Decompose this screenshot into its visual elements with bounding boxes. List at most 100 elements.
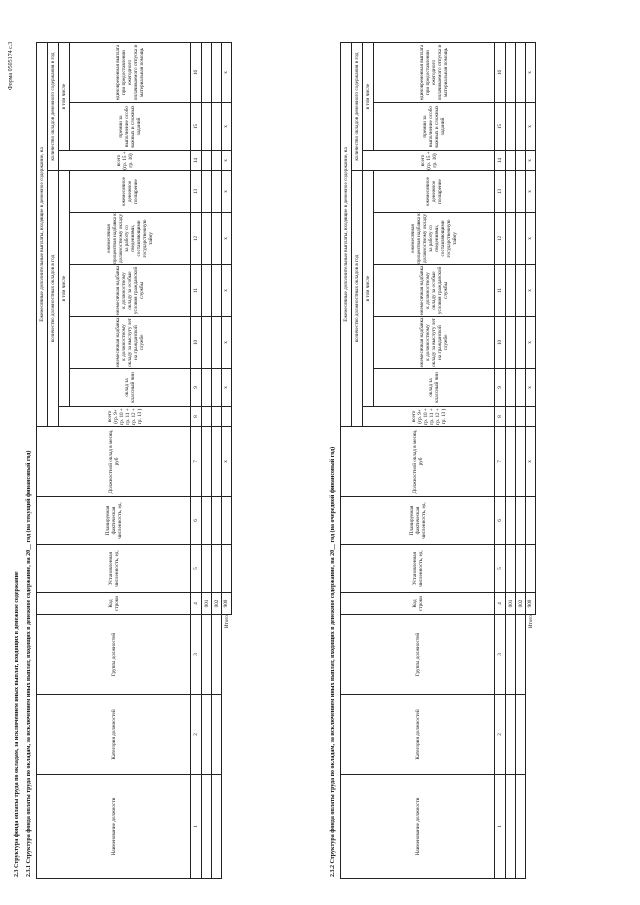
table-cell (211, 170, 222, 213)
column-number: 2 (494, 694, 506, 775)
header-col13: ежемесячное денежное поощрение (373, 170, 495, 213)
header-col2: Категория должностей (36, 694, 191, 775)
table-cell (515, 316, 526, 369)
header-col13: ежемесячное денежное поощрение (69, 170, 191, 213)
header-col15: премии за выполнение особо важных и слож… (373, 102, 495, 151)
column-number: 12 (494, 212, 506, 265)
header-incl-b: в том числе (362, 42, 374, 151)
table-cell (201, 694, 212, 775)
table-cell (211, 150, 222, 171)
column-number: 11 (190, 264, 202, 317)
header-col16: единовременная выплата при предоставлени… (373, 42, 495, 103)
header-col9: оклад за классный чин (373, 368, 495, 407)
total-cell: х (525, 426, 535, 497)
header-col14: всего (гр. 15 + гр. 16) (362, 150, 495, 171)
table-cell (211, 212, 222, 265)
table-cell (201, 426, 212, 497)
table-cell (515, 496, 526, 545)
column-number: 14 (190, 150, 202, 171)
column-number: 13 (190, 170, 202, 213)
table-cell (515, 426, 526, 497)
header-incl-a: в том числе (58, 170, 70, 407)
table-cell (505, 264, 516, 317)
table-row: 002 (211, 42, 222, 879)
table-title: 2.3.1 Структура фонда оплаты труда по ок… (26, 450, 32, 877)
table-cell (505, 316, 516, 369)
header-group-b: количество окладов денежного содержания … (351, 42, 363, 171)
table-cell (201, 406, 212, 427)
column-number: 15 (190, 102, 202, 151)
table-cell (505, 212, 516, 265)
header-col9: оклад за классный чин (69, 368, 191, 407)
column-number: 6 (190, 496, 202, 545)
total-cell (525, 496, 535, 545)
table-cell (515, 614, 526, 695)
total-label-cell: Итого (221, 614, 231, 879)
column-number: 11 (494, 264, 506, 317)
table-cell: 002 (515, 592, 526, 615)
column-number: 9 (190, 368, 202, 407)
header-col5: Установленная численность, ед. (36, 544, 191, 593)
total-cell: х (221, 102, 231, 151)
total-cell (525, 544, 535, 593)
column-number: 5 (494, 544, 506, 593)
column-number: 4 (190, 592, 202, 615)
column-number: 1 (190, 774, 202, 879)
header-col7: Должностной оклад в месяц, руб (36, 426, 191, 497)
total-cell: х (525, 212, 535, 265)
table-cell (211, 316, 222, 369)
header-col15: премии за выполнение особо важных и слож… (69, 102, 191, 151)
column-number: 16 (494, 42, 506, 103)
section-title: 2.3 Структура фонда оплаты труда по окла… (14, 571, 20, 877)
table-cell (515, 170, 526, 213)
table-cell (515, 212, 526, 265)
table-cell (201, 368, 212, 407)
column-number: 9 (494, 368, 506, 407)
total-cell: х (525, 42, 535, 103)
total-cell (221, 544, 231, 593)
header-group-a: количество должностных окладов в год (351, 170, 363, 427)
column-number: 1 (494, 774, 506, 879)
table-cell: 001 (201, 592, 212, 615)
total-code: 900 (525, 592, 535, 615)
table-cell (505, 170, 516, 213)
table-cell (201, 102, 212, 151)
column-number: 14 (494, 150, 506, 171)
table-cell (211, 264, 222, 317)
table-cell (201, 496, 212, 545)
header-col10: ежемесячная надбавка к должностному окла… (373, 316, 495, 369)
header-col11: ежемесячная надбавка к должностному окла… (373, 264, 495, 317)
table-cell (515, 264, 526, 317)
table-cell (515, 774, 526, 879)
table-row: 001 (201, 42, 212, 879)
table-cell (505, 102, 516, 151)
header-col2: Категория должностей (340, 694, 495, 775)
table-cell (505, 496, 516, 545)
table-cell (505, 544, 516, 593)
column-number: 7 (190, 426, 202, 497)
table-cell (515, 150, 526, 171)
table-cell (515, 406, 526, 427)
total-cell: х (525, 102, 535, 151)
header-col3: Группа должностей (340, 614, 495, 695)
header-col12: ежемесячная процентная надбавка к должно… (69, 212, 191, 265)
table-cell (515, 544, 526, 593)
column-number: 15 (494, 102, 506, 151)
table-cell (211, 694, 222, 775)
table-cell (505, 614, 516, 695)
total-cell: х (221, 368, 231, 407)
table-cell (201, 264, 212, 317)
total-cell: х (525, 368, 535, 407)
table-cell (211, 426, 222, 497)
column-number: 16 (190, 42, 202, 103)
table-cell (211, 368, 222, 407)
total-cell (221, 496, 231, 545)
table-cell (505, 774, 516, 879)
table-cell (505, 150, 516, 171)
table-cell (211, 496, 222, 545)
table-cell (211, 774, 222, 879)
